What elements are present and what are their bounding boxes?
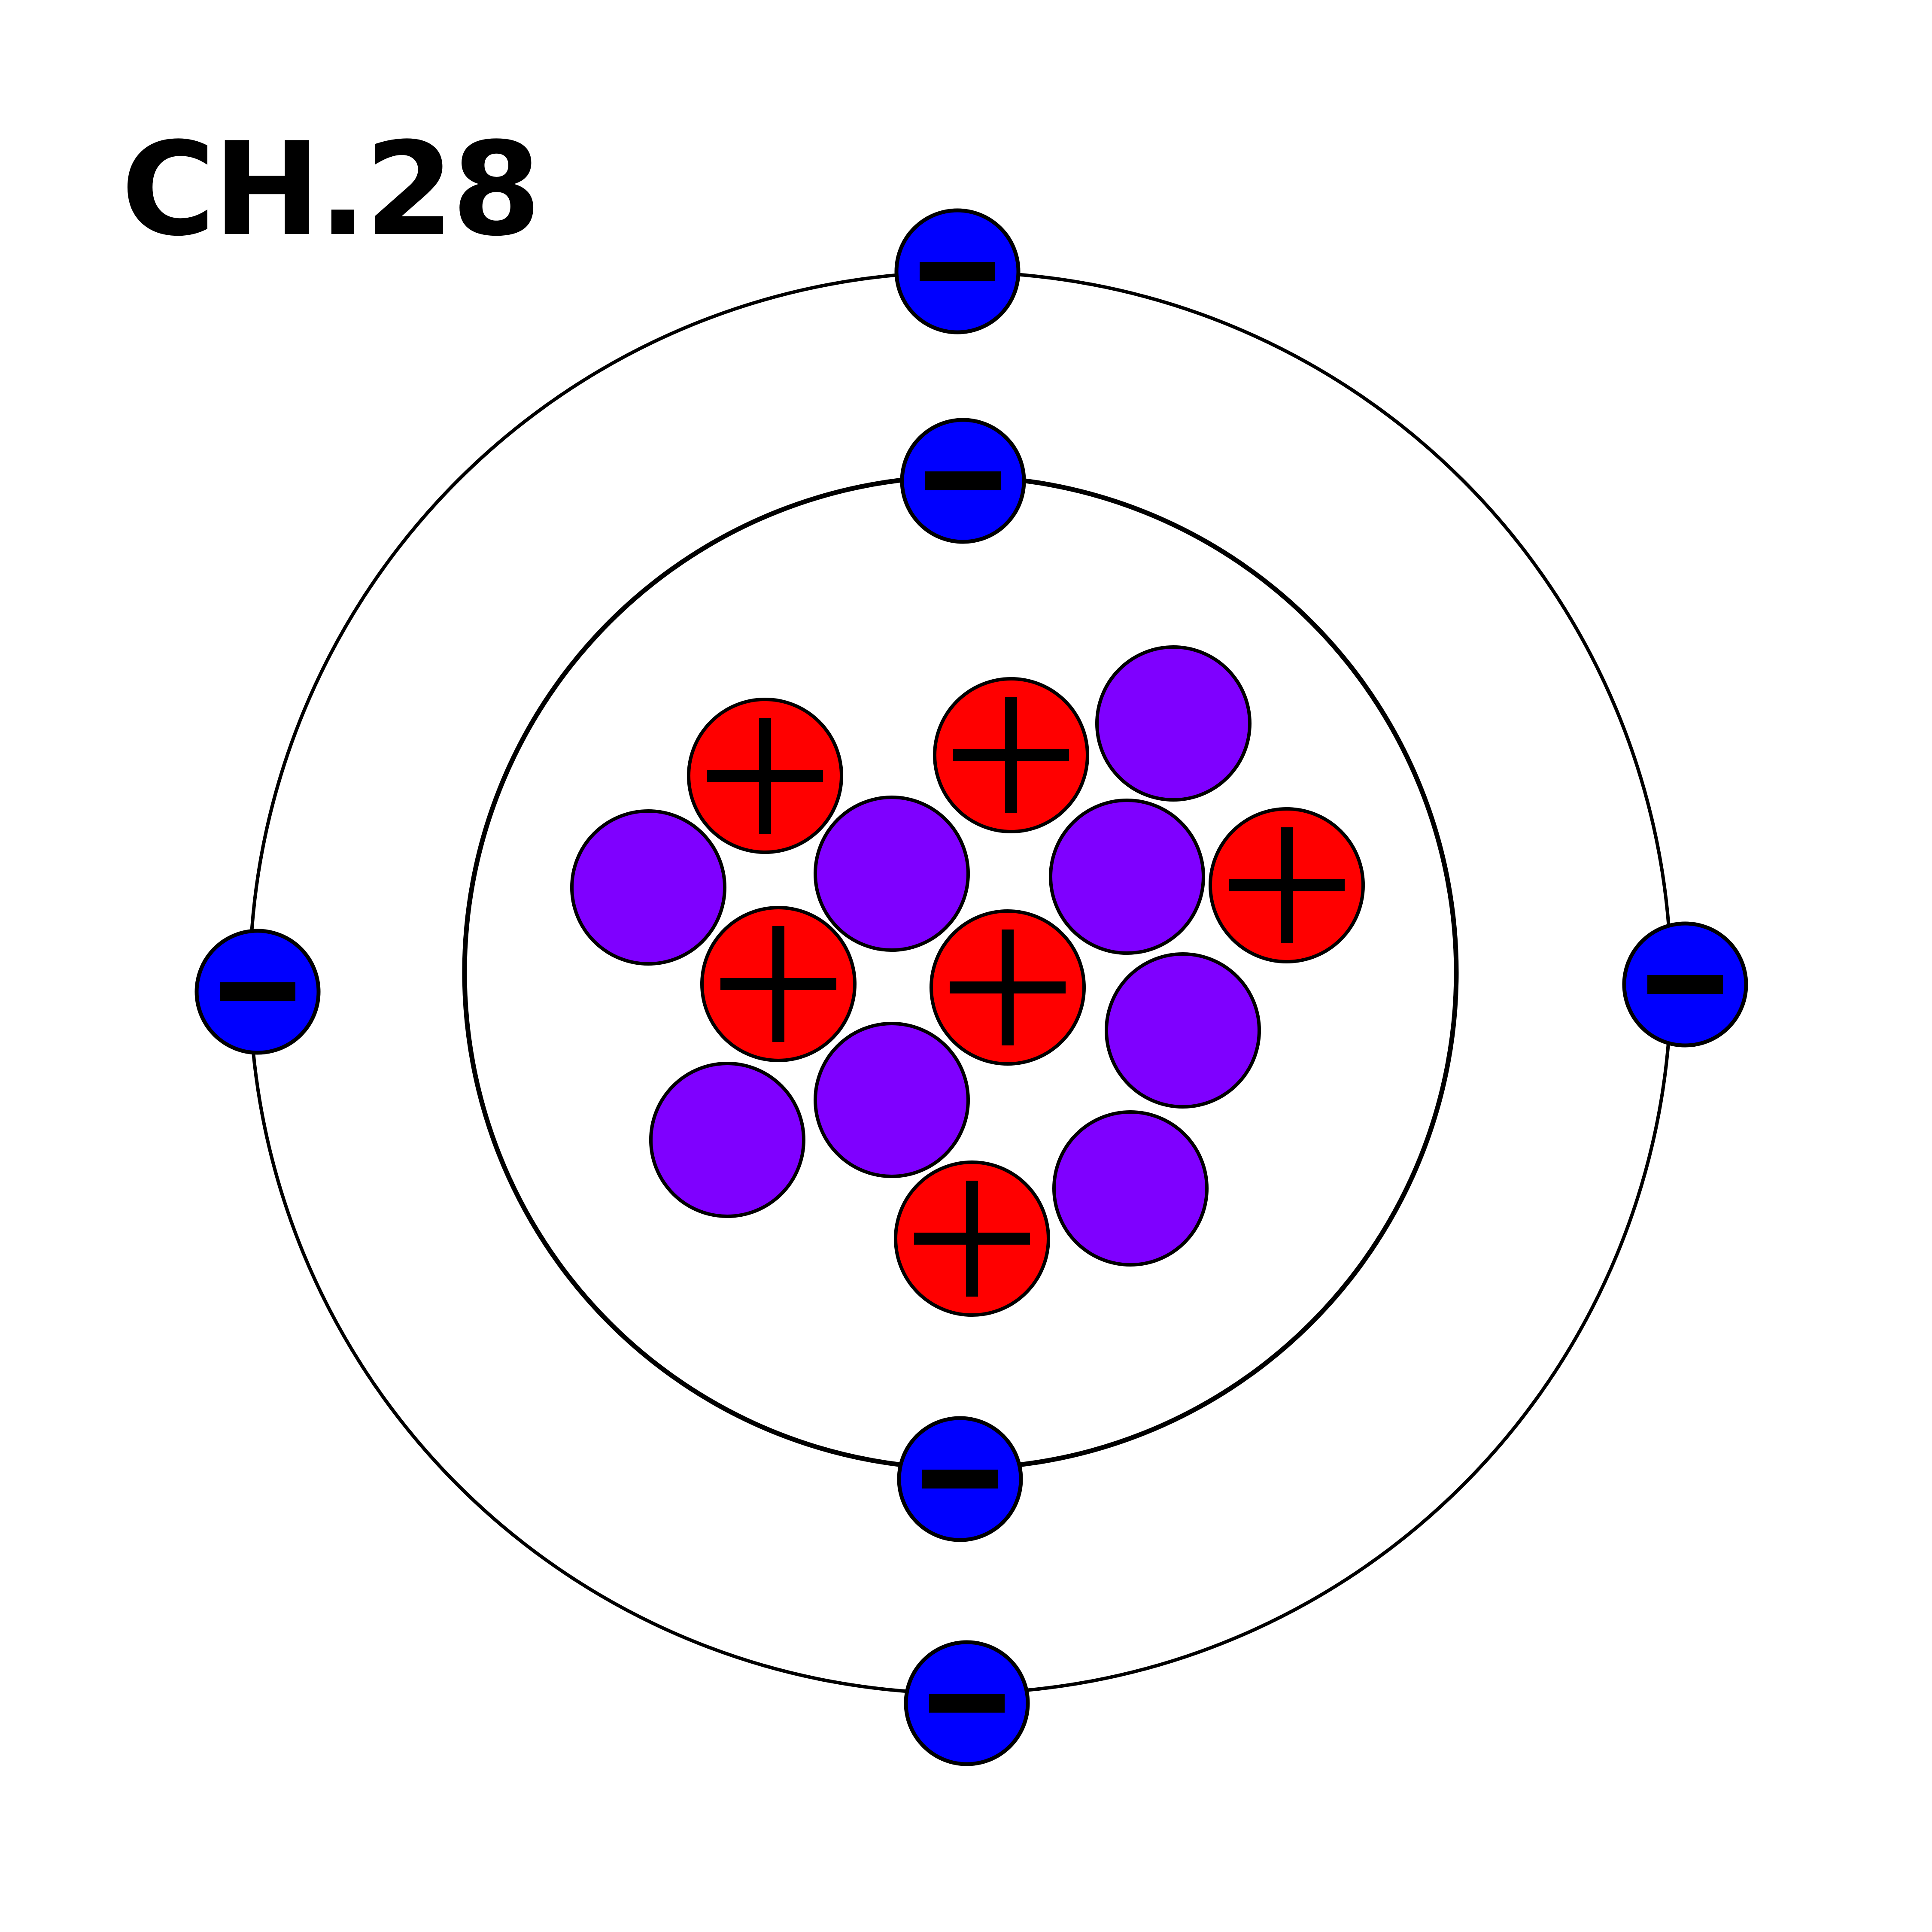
proton (687, 698, 843, 854)
minus-icon (925, 471, 1001, 490)
proton (894, 1160, 1050, 1317)
neutron (649, 1062, 805, 1218)
plus-icon (720, 926, 836, 1042)
proton (933, 677, 1089, 833)
plus-icon (1229, 827, 1345, 943)
nucleus (570, 645, 1365, 1317)
neutron (1105, 952, 1261, 1109)
electrons (194, 208, 1748, 1766)
electron (900, 418, 1026, 544)
electron (894, 208, 1021, 334)
neutron (570, 809, 726, 966)
proton (700, 906, 857, 1062)
electron (194, 929, 321, 1055)
minus-icon (920, 262, 995, 281)
minus-icon (922, 1470, 998, 1488)
electron (897, 1416, 1023, 1542)
plus-icon (950, 930, 1066, 1045)
neutron (814, 1022, 970, 1178)
electron (904, 1640, 1030, 1766)
neutron (1095, 645, 1252, 802)
plus-icon (914, 1181, 1030, 1297)
neutron (814, 796, 970, 952)
page-title: CH.28 (121, 115, 541, 264)
plus-icon (707, 718, 823, 834)
plus-icon (953, 697, 1069, 813)
minus-icon (1647, 975, 1723, 994)
electron (1622, 921, 1748, 1048)
proton (1209, 807, 1365, 963)
neutron (1052, 1110, 1209, 1267)
minus-icon (220, 982, 295, 1001)
proton (930, 909, 1086, 1066)
minus-icon (929, 1694, 1005, 1713)
neutron (1049, 799, 1205, 955)
